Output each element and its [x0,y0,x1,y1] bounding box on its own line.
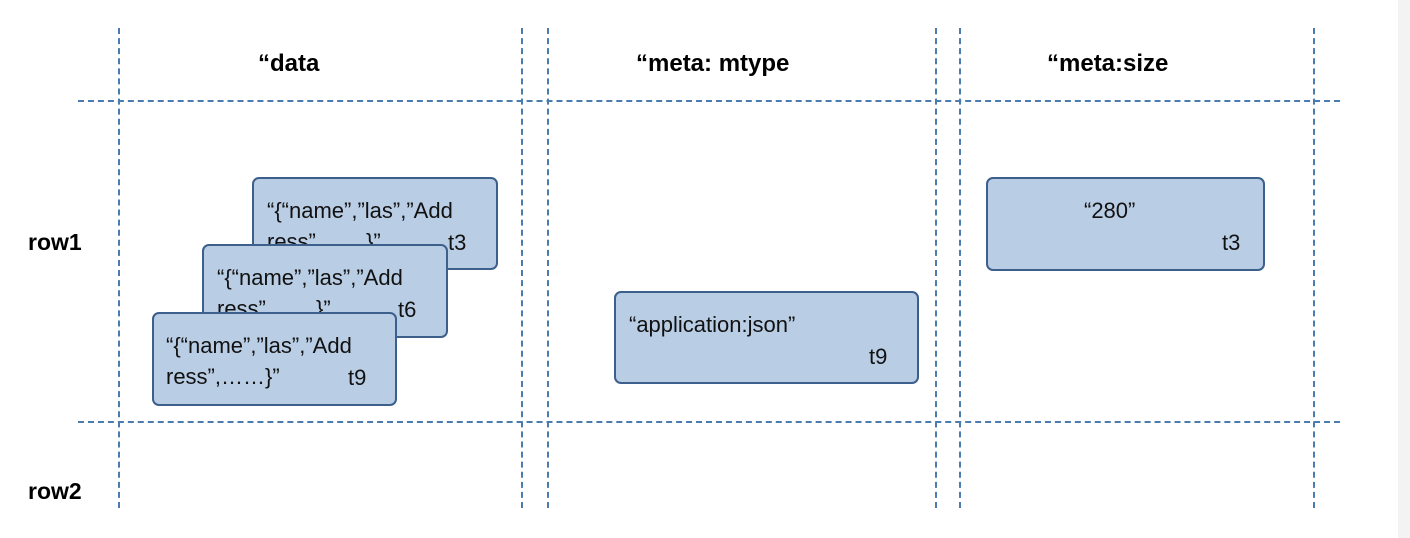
cell-timestamp: t3 [1222,230,1241,255]
row-label-row1: row1 [28,229,82,255]
row-label-row2: row2 [28,478,82,504]
cell-value: “application:json” [629,312,796,337]
cell-version-data-t9: “{“name”,”las”,”Add ress”,……}” t9 [152,312,397,406]
page-edge [1398,0,1410,538]
row-separator [78,100,1340,102]
column-header-meta-mtype: “meta: mtype [636,50,790,77]
column-separator [118,28,120,508]
cell-timestamp: t9 [348,365,367,390]
row-separator [78,421,1340,423]
column-header-data: “data [258,50,320,77]
column-header-meta-size: “meta:size [1047,50,1169,77]
column-separator [1313,28,1315,508]
column-separator [959,28,961,508]
column-separator [547,28,549,508]
cell-version-size-t3: “280” t3 [986,177,1265,271]
cell-timestamp: t3 [448,230,467,255]
cell-value: “{“name”,”las”,”Add ress”,……}” [166,333,358,389]
column-separator [935,28,937,508]
cell-version-mtype-t9: “application:json” t9 [614,291,919,384]
cell-timestamp: t6 [398,297,417,322]
cell-value: “280” [1084,198,1136,223]
column-separator [521,28,523,508]
cell-timestamp: t9 [869,344,888,369]
